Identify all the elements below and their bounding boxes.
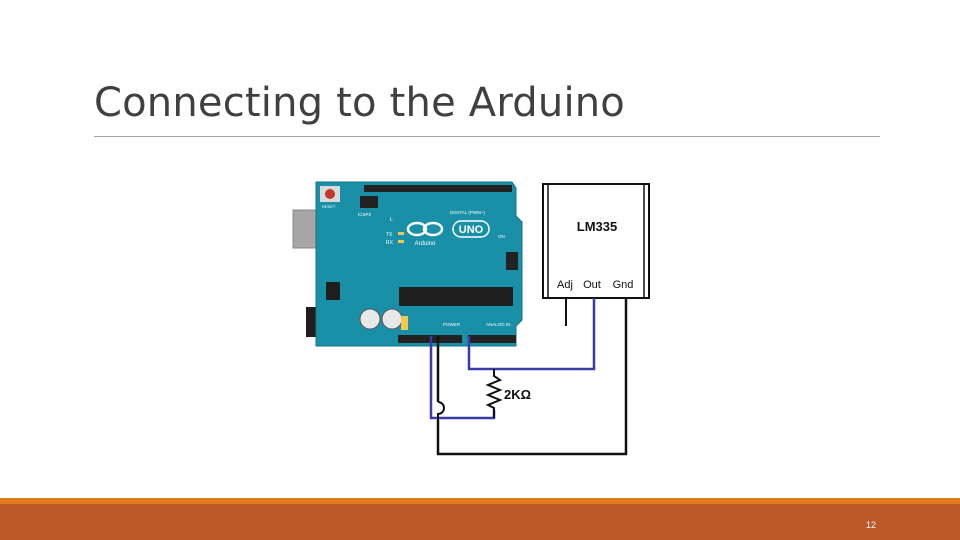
circuit-diagram: RESET DIGITAL (PWM~) ICSP2 L TX RX UNO A… [292,181,650,456]
slide-title: Connecting to the Arduino [94,80,625,126]
footer-accent-bar [0,498,960,504]
title-divider [94,136,880,137]
microcontroller-chip [399,287,513,306]
tx-label: TX [386,232,393,238]
resistor-2k [485,369,503,418]
uno-label: UNO [459,224,484,236]
voltage-regulator [326,282,340,300]
l-led-label: L [390,217,393,223]
pin-out-label: Out [583,279,601,291]
wiring: 2KΩ [429,298,628,456]
page-number: 12 [865,520,876,530]
reset-label: RESET [322,204,336,209]
rx-label: RX [386,240,394,246]
wire-crossover [437,401,445,420]
footer-bar [0,504,960,540]
rx-led [398,240,404,243]
digital-header [364,185,512,192]
power-label: POWER [443,322,461,327]
arduino-uno-board: RESET DIGITAL (PWM~) ICSP2 L TX RX UNO A… [292,181,523,347]
crystal [401,316,408,330]
arduino-brand: Arduino [415,241,436,247]
tx-led [398,232,404,235]
resistor-label: 2KΩ [504,387,531,402]
lm335-sensor: LM335 Adj Out Gnd [542,183,650,299]
ground-wire [436,298,628,456]
analog-label: ANALOG IN [486,322,511,327]
on-label: ON [498,234,505,239]
analog-header [468,335,516,343]
icsp2-header [360,196,378,208]
sensor-label: LM335 [577,219,617,234]
capacitor-1 [359,308,381,330]
supply-wire [429,336,496,420]
pin-adj-label: Adj [557,279,573,291]
pin-gnd-label: Gnd [613,279,634,291]
icsp-header [506,252,518,270]
digital-label: DIGITAL (PWM~) [450,210,485,215]
capacitor-2 [381,308,403,330]
reset-button-cap [325,189,335,199]
out-signal-wire [467,298,596,371]
icsp2-label: ICSP2 [358,212,372,217]
arduino-logo: UNO Arduino [406,220,490,247]
